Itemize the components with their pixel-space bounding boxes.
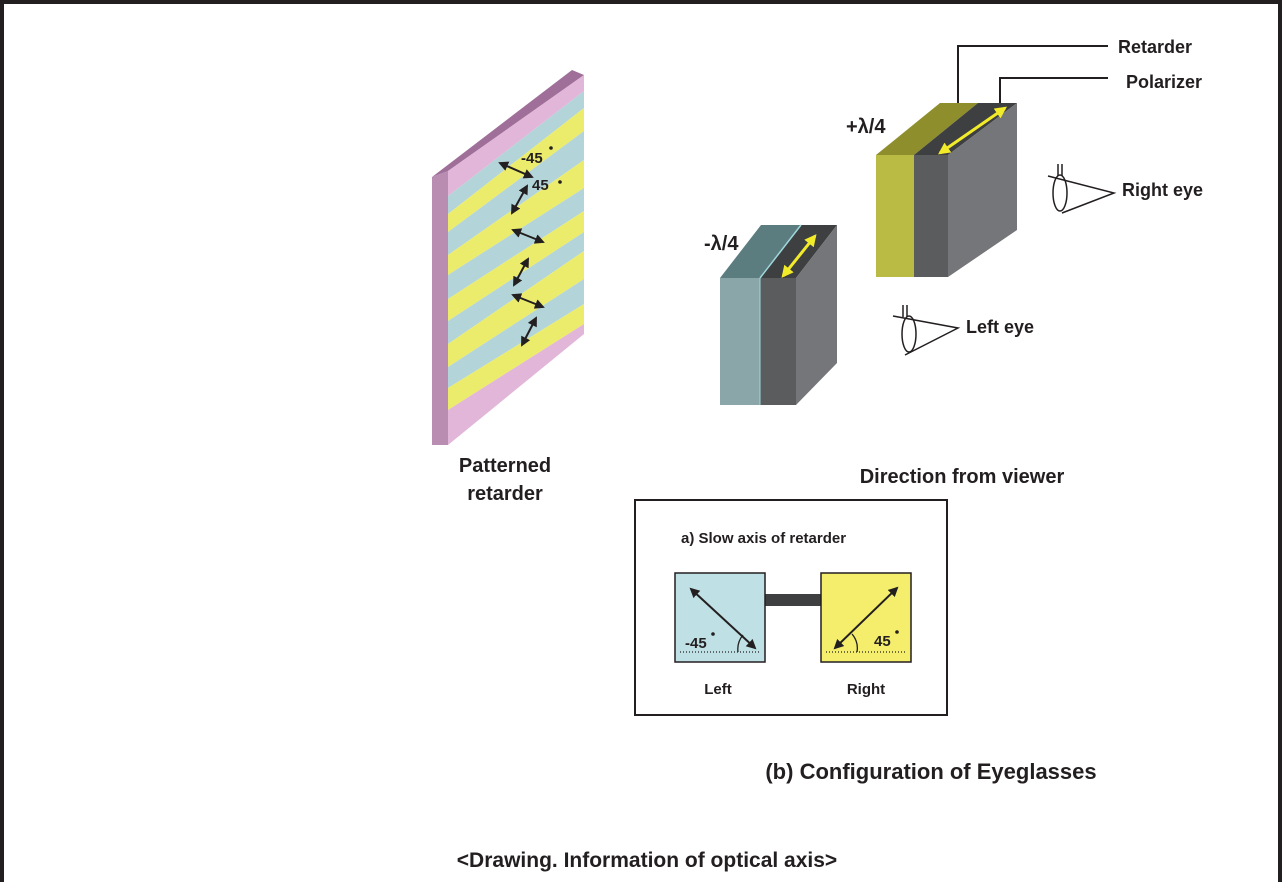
stripe-angle-pos: 45 (532, 177, 549, 194)
left-eye-icon: Left eye (892, 305, 1034, 356)
stripe-5 (448, 160, 584, 275)
stripe-12 (448, 324, 584, 445)
stripe-axis-arrow (521, 316, 537, 347)
left-lens-retarder-front (720, 278, 760, 405)
right-lens-polarizer-front (914, 155, 948, 277)
polarizer-leader (999, 77, 1108, 103)
degree-mark (558, 180, 562, 184)
left-lens-polarizer-front (760, 278, 796, 405)
stripe-8 (448, 232, 584, 344)
left-lens-axis-arrow (781, 234, 817, 278)
degree-mark (895, 630, 899, 634)
retarder-side-edge (432, 171, 448, 445)
retarder-label: Retarder (1118, 37, 1192, 57)
stripe-angle-neg: -45 (521, 150, 543, 167)
patterned-retarder-label-2: retarder (467, 483, 543, 505)
right-slow-axis-arrow (833, 586, 899, 650)
right-angle: 45 (874, 633, 891, 650)
right-lens-retarder-front (876, 155, 914, 277)
left-lens: -λ/4 (704, 224, 837, 405)
stripe-9 (448, 251, 584, 367)
left-square-label: Left (704, 681, 732, 698)
plus-quarter-label: +λ/4 (846, 116, 886, 138)
stripe-axis-arrow (511, 293, 545, 309)
minus-quarter-label: -λ/4 (704, 233, 739, 255)
direction-label: Direction from viewer (860, 466, 1065, 488)
right-eye-icon: Right eye (1047, 164, 1203, 214)
left-eye-label: Left eye (966, 317, 1034, 337)
patterned-retarder-label-1: Patterned (459, 455, 551, 477)
stripe-2 (448, 91, 584, 214)
retarder-leader (957, 45, 1108, 103)
right-lens: +λ/4 Retarder Polarizer (846, 37, 1202, 277)
retarder-top-edge (432, 70, 584, 177)
glasses-bridge (765, 594, 821, 606)
left-slow-axis-arrow (689, 587, 757, 650)
slow-axis-box: a) Slow axis of retarder -45 45 Left Rig… (634, 499, 948, 716)
stripe-axis-arrow (511, 184, 528, 215)
right-eye-label: Right eye (1122, 180, 1203, 200)
stripe-10 (448, 279, 584, 388)
degree-mark (711, 632, 715, 636)
left-lens-retarder-top (720, 225, 801, 278)
patterned-retarder: -45 45 Patterned retarder (432, 70, 584, 505)
right-square-label: Right (847, 681, 885, 698)
slow-axis-title: a) Slow axis of retarder (681, 530, 846, 547)
polarizer-label: Polarizer (1126, 72, 1202, 92)
stripe-axis-arrow (498, 161, 534, 179)
stripe-11 (448, 304, 584, 410)
stripe-axis-arrow (511, 228, 545, 244)
stripe-axis-arrow (513, 257, 529, 287)
degree-mark (549, 146, 553, 150)
left-angle: -45 (685, 635, 707, 652)
configuration-caption: (b) Configuration of Eyeglasses (765, 759, 1096, 784)
stripe-1 (448, 75, 584, 196)
right-lens-axis-arrow (938, 106, 1007, 155)
drawing-caption: <Drawing. Information of optical axis> (457, 849, 837, 872)
